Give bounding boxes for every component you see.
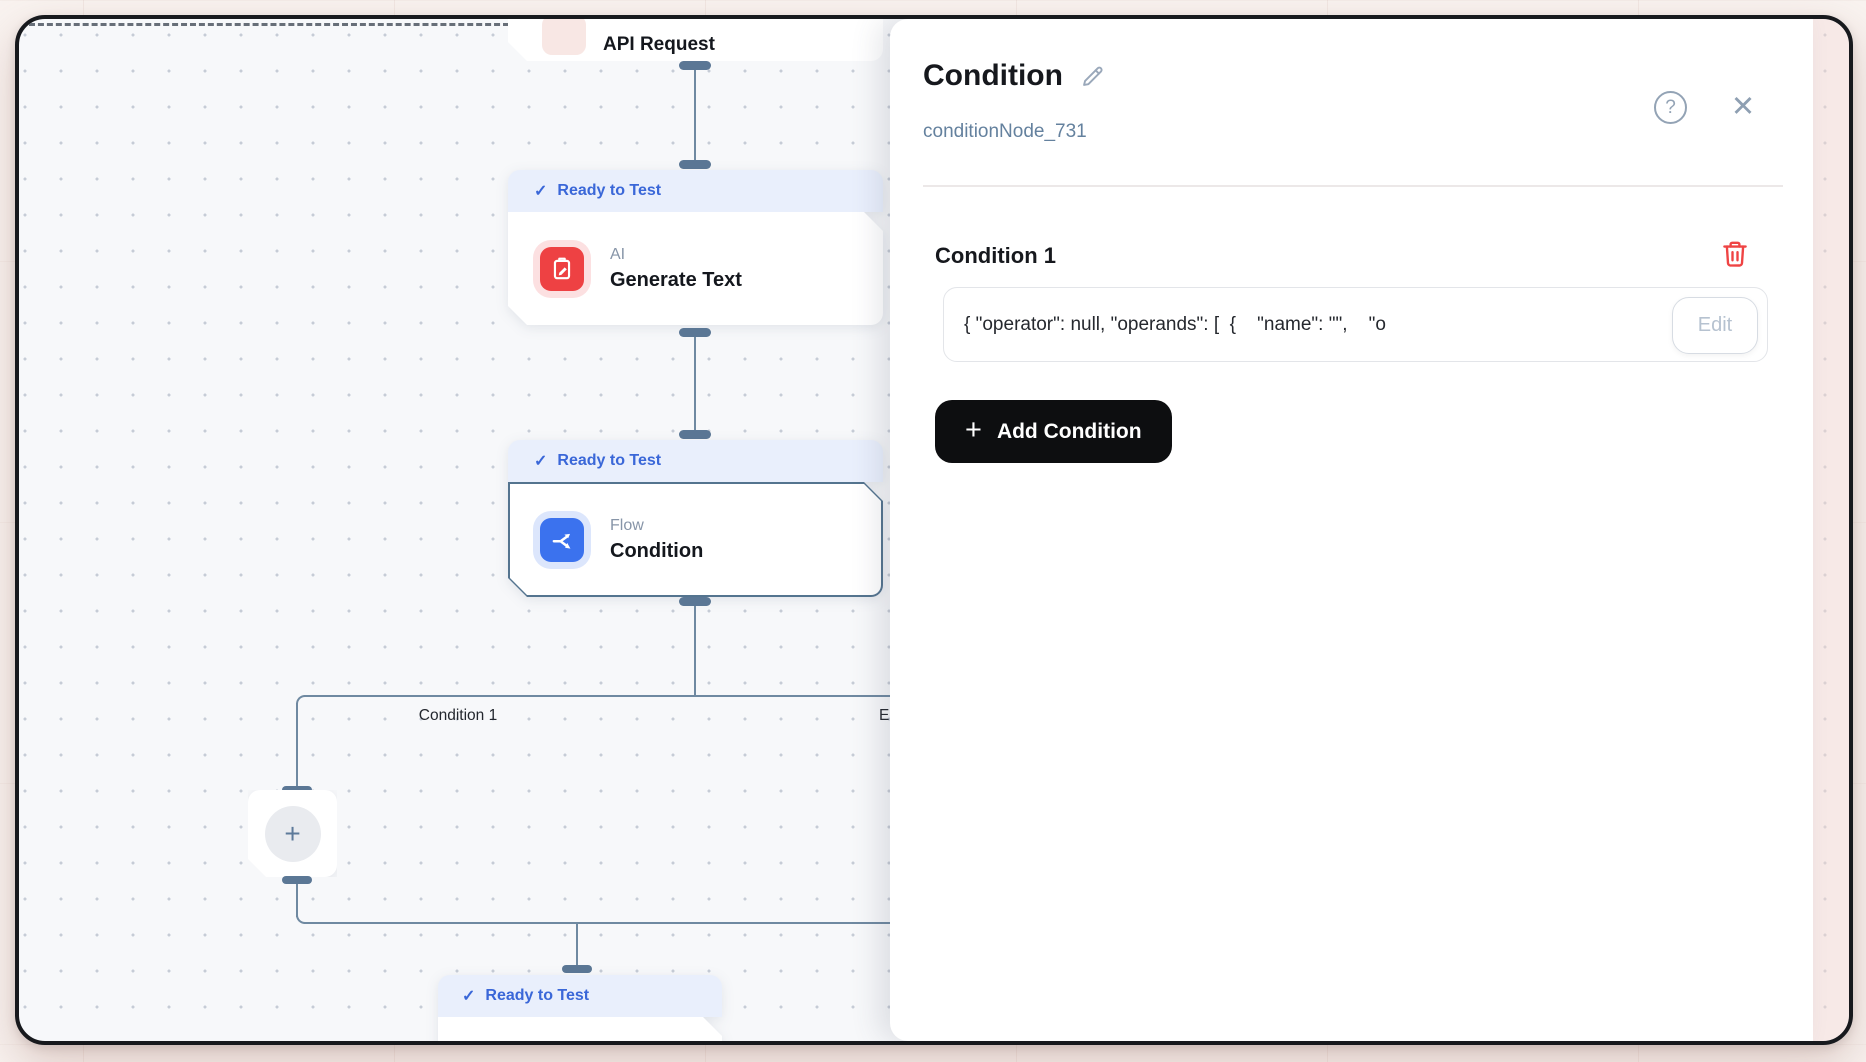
close-icon[interactable]: ✕ [1730,90,1756,123]
branch-split-icon [540,518,584,562]
add-node-button[interactable]: + [248,790,337,877]
api-request-node-icon [542,15,586,55]
node-bottom[interactable]: ✓ Ready to Test [438,975,722,1045]
edge-line [296,703,298,788]
connector-handle[interactable] [679,160,711,169]
panel-title: Condition [923,59,1063,92]
ready-to-test-label: Ready to Test [557,452,662,469]
node-card[interactable]: AI Generate Text [508,212,883,325]
node-id-label: conditionNode_731 [923,121,1087,142]
edge-line [694,606,696,697]
condition-expression-value: { "operator": null, "operands": [ { "nam… [964,313,1386,335]
rename-pencil-icon[interactable] [1079,63,1106,90]
node-api-request[interactable]: API Request [508,15,883,61]
node-title: API Request [603,34,715,55]
edge-line [304,922,890,924]
check-icon: ✓ [534,453,548,470]
condition-expression-input[interactable]: { "operator": null, "operands": [ { "nam… [943,287,1768,362]
node-generate-text[interactable]: ✓ Ready to Test AI Generate Text [508,170,883,325]
connector-handle[interactable] [679,328,711,337]
ready-to-test-badge: ✓ Ready to Test [508,170,883,212]
divider [923,185,1783,187]
connector-handle[interactable] [679,61,711,70]
edge-line [694,70,696,160]
edit-expression-button[interactable]: Edit [1672,297,1758,354]
node-condition[interactable]: ✓ Ready to Test [508,440,883,597]
ready-to-test-badge: ✓ Ready to Test [508,440,883,482]
node-title: Generate Text [610,268,742,291]
node-card-selected[interactable]: Flow Condition [508,482,883,597]
ready-to-test-badge: ✓ Ready to Test [438,975,722,1017]
edge-line [694,337,696,430]
check-icon: ✓ [534,183,548,200]
node-title: Condition [610,539,704,562]
connector-handle[interactable] [679,597,711,606]
connector-handle[interactable] [679,430,711,439]
clipboard-edit-icon [540,247,584,291]
edge-turn [296,915,305,924]
add-condition-label: Add Condition [996,419,1142,443]
condition-section-heading: Condition 1 [935,243,1056,268]
ready-to-test-label: Ready to Test [485,987,590,1004]
group-boundary-dashed-line [29,23,509,26]
app-window: API Request ✓ Ready to Test [15,15,1853,1045]
node-card[interactable] [438,1017,722,1045]
edge-turn [296,695,305,704]
edge-line [576,924,578,967]
connector-handle[interactable] [562,965,592,973]
delete-condition-button[interactable] [1720,239,1750,269]
connector-handle[interactable] [282,876,312,884]
help-icon[interactable]: ? [1654,91,1687,124]
edge-line [304,695,890,697]
ready-to-test-label: Ready to Test [557,182,662,199]
condition-inspector-panel: Condition conditionNode_731 ? ✕ Conditio… [890,19,1813,1041]
add-condition-button[interactable]: + Add Condition [935,400,1172,463]
plus-icon: + [965,413,982,446]
edge-line [296,884,298,917]
plus-icon[interactable]: + [265,806,321,862]
node-category: AI [610,245,626,263]
branch-label-condition-1: Condition 1 [418,707,498,724]
check-icon: ✓ [462,988,476,1005]
canvas-right-strip [1813,19,1849,1041]
node-category: Flow [610,516,644,534]
